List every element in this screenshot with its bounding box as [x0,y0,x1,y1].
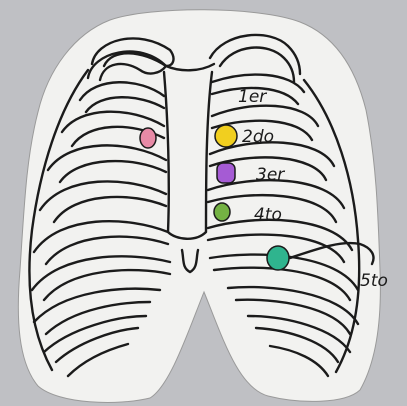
pink-dot [140,128,156,148]
label-third: 3er [256,165,285,185]
label-fifth: 5to [360,271,388,291]
label-fourth: 4to [254,205,282,225]
label-first: 1er [238,87,267,107]
label-second: 2do [242,127,274,147]
yellow-dot [215,125,237,147]
green-dot [214,203,230,221]
purple-dot [217,163,235,183]
teal-dot [267,246,289,270]
